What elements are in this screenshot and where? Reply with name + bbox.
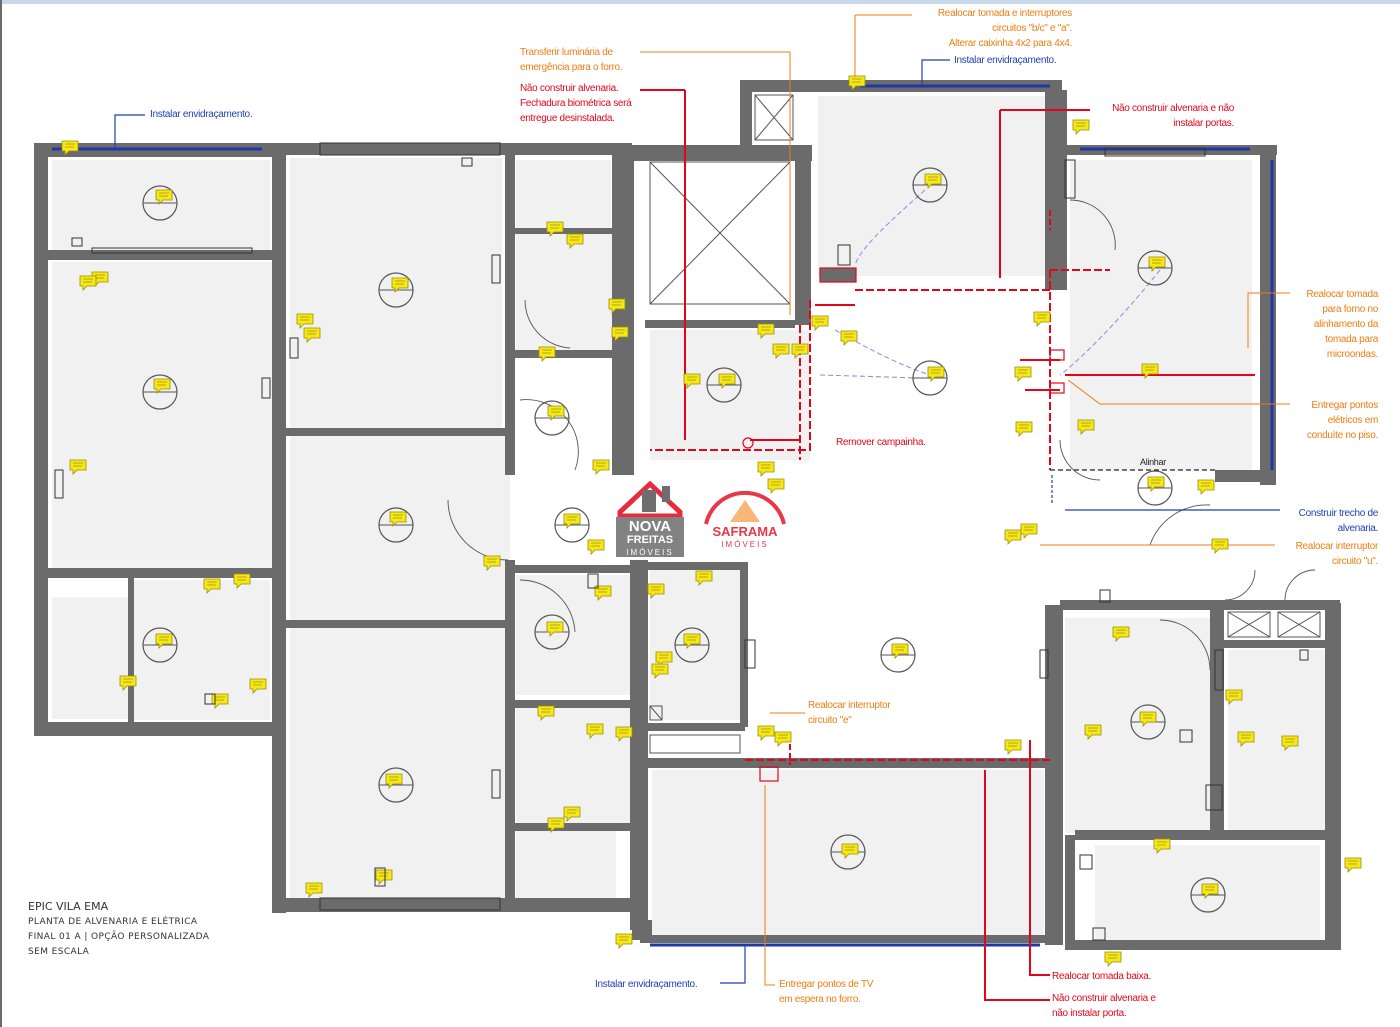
note-nao-construir-porta: Não construir alvenaria e não instalar p… (1052, 993, 1156, 1019)
title-block: EPIC VILA EMA PLANTA DE ALVENARIA E ELÉT… (28, 898, 209, 960)
top-border-rule (0, 0, 1400, 4)
note-instalar-envidracamento-top: Instalar envidraçamento. (954, 55, 1057, 66)
saframa-sub: IMÓVEIS (721, 540, 769, 549)
windows (52, 84, 1274, 947)
note-alinhar: Alinhar (1140, 457, 1166, 467)
blue-markups (114, 59, 1280, 984)
note-relocar-interruptor-e: Realocar interruptor circuito "e" (808, 700, 891, 726)
nova-freitas-watermark: NOVA FREITAS IMÓVEIS (614, 462, 686, 562)
elevator-shafts (649, 94, 1321, 754)
nova-freitas-name: NOVA (628, 518, 672, 535)
nova-freitas-sub: IMÓVEIS (626, 548, 674, 557)
note-relocar-tomada-baixa: Realocar tomada baixa. (1052, 971, 1152, 982)
note-entregar-pontos-eletricos: Entregar pontos elétricos em conduíte no… (1306, 400, 1378, 441)
title-line-2: FINAL 01 A | OPÇÃO PERSONALIZADA (28, 932, 210, 942)
left-border-rule (0, 0, 2, 1027)
note-relocar-interruptor-u: Realocar interruptor circuito "u". (1295, 541, 1379, 567)
nova-freitas-name-2: FREITAS (626, 534, 674, 546)
house-logo-icon (616, 480, 684, 557)
saframa-watermark: SAFRAMA IMÓVEIS (700, 470, 790, 550)
title-line-1: PLANTA DE ALVENARIA E ELÉTRICA (28, 917, 198, 927)
note-entregar-pontos-tv: Entregar pontos de TV em espera no forro… (779, 979, 874, 1005)
note-relocar-tomada-interruptores: Realocar tomada e interruptores circuito… (937, 8, 1072, 49)
red-points (742, 267, 1065, 782)
note-remover-campainha: Remover campainha. (836, 437, 926, 448)
orange-markups (640, 14, 1290, 986)
note-nao-construir-portas: Não construir alvenaria e não instalar p… (1112, 103, 1234, 129)
note-relocar-tomada-forno: Realocar tomada para forno no alinhament… (1306, 289, 1378, 360)
note-construir-trecho: Construir trecho de alvenaria. (1298, 508, 1379, 534)
note-instalar-envidracamento-left: Instalar envidraçamento. (150, 109, 253, 120)
room-fills (52, 96, 1326, 940)
note-transferir-luminaria: Transferir luminária de emergência para … (520, 47, 623, 73)
saframa-logo-icon (704, 490, 786, 525)
saframa-name: SAFRAMA (712, 524, 778, 539)
note-nao-construir-fechadura: Não construir alvenaria. Fechadura biomé… (520, 83, 632, 124)
electrical-symbols (54, 157, 1309, 941)
note-instalar-envidracamento-bottom: Instalar envidraçamento. (595, 979, 698, 990)
window-frames (91, 142, 1206, 911)
title-line-3: SEM ESCALA (28, 947, 90, 957)
project-name: EPIC VILA EMA (28, 900, 109, 913)
